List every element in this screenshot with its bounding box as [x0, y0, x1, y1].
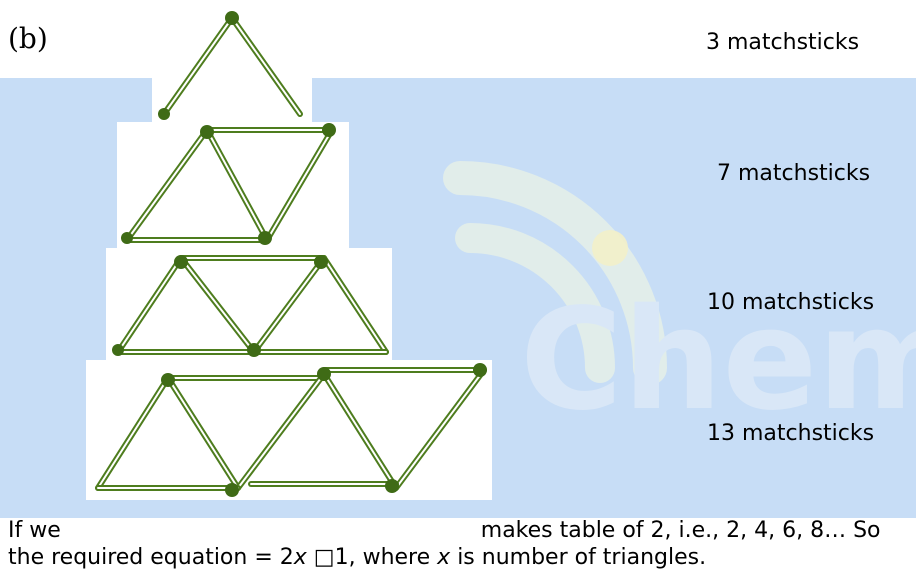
matchstick: [115, 255, 184, 355]
matchstick: [264, 127, 335, 243]
op-symbol: □1: [313, 545, 349, 570]
matchstick: [124, 127, 210, 243]
matchstick: [393, 367, 487, 491]
para-mid: , where: [348, 545, 431, 570]
matchstick: [251, 255, 327, 355]
match-head: [225, 11, 239, 25]
figure-2-triangles: [117, 122, 349, 248]
count-row-3: 10 matchsticks: [707, 290, 875, 315]
var-x-2: x: [437, 545, 451, 570]
figure-4-triangles: [86, 360, 492, 500]
var-x: x: [293, 545, 307, 570]
matchstick: [178, 255, 257, 355]
para-end-2: is number of triangles.: [457, 545, 707, 570]
para-end: makes table of 2, i.e., 2, 4, 6, 8… So t…: [8, 518, 881, 570]
figure-3-triangles: [106, 248, 392, 360]
para-start: If we: [8, 518, 61, 543]
matchstick: [229, 15, 303, 117]
match-head: [158, 108, 170, 120]
matchstick: [165, 375, 241, 491]
count-row-4: 13 matchsticks: [707, 421, 875, 446]
part-label: (b): [8, 22, 48, 55]
figure-1-triangle: [152, 0, 312, 122]
count-row-1: 3 matchsticks: [706, 30, 860, 55]
matchstick: [161, 15, 235, 117]
matchstick: [204, 127, 270, 243]
matchstick: [321, 371, 399, 491]
matchstick: [95, 375, 171, 491]
matchstick: [321, 255, 389, 355]
count-row-2: 7 matchsticks: [717, 161, 871, 186]
matchstick: [235, 371, 327, 491]
watermark-text: Chem: [520, 279, 916, 442]
watermark-logo: Chem: [443, 161, 916, 442]
